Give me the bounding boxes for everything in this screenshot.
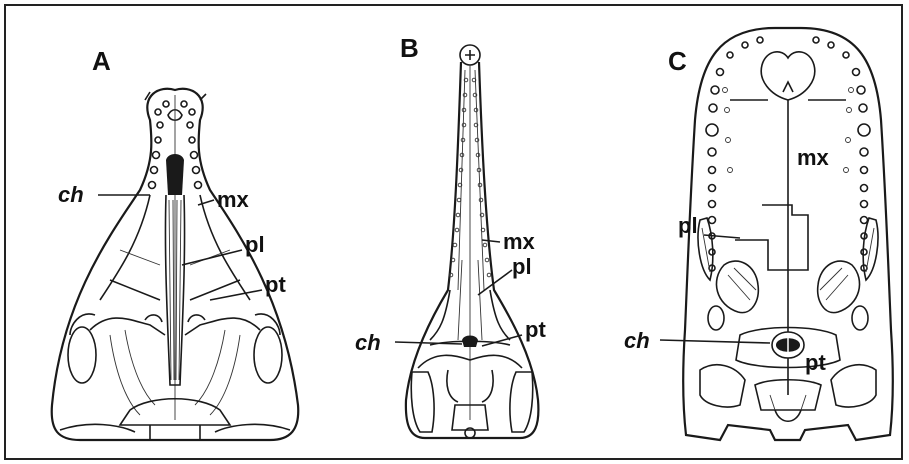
panel-a-mx-label: mx xyxy=(217,187,250,212)
panel-c-ch-label: ch xyxy=(624,328,650,353)
panel-b-mx-label: mx xyxy=(503,229,536,254)
panel-c-letter: C xyxy=(668,46,687,76)
panel-b-pl-label: pl xyxy=(512,254,532,279)
panel-b-mx-leader xyxy=(482,240,500,242)
panel-c: C xyxy=(624,28,893,440)
panel-b-ch-label: ch xyxy=(355,330,381,355)
panel-a-mx-leader xyxy=(198,200,214,205)
panel-a-pt-label: pt xyxy=(265,272,286,297)
panel-b-pt-label: pt xyxy=(525,317,546,342)
panel-c-ch-leader xyxy=(660,340,770,343)
panel-a-pl-label: pl xyxy=(245,232,265,257)
panel-c-pt-label: pt xyxy=(805,350,826,375)
panel-a-ch-label: ch xyxy=(58,182,84,207)
panel-c-pl-label: pl xyxy=(678,213,698,238)
panel-c-mx-label: mx xyxy=(797,145,830,170)
skull-a-drawing xyxy=(52,89,299,440)
panel-a-letter: A xyxy=(92,46,111,76)
panel-a-pt-leader xyxy=(210,290,262,300)
panel-b-pt-leader xyxy=(482,335,522,346)
panel-b: B xyxy=(355,33,546,438)
panel-b-letter: B xyxy=(400,33,419,63)
panel-a: A xyxy=(52,46,299,440)
skull-c-drawing xyxy=(683,28,893,440)
panel-a-pl-leader xyxy=(182,250,242,265)
